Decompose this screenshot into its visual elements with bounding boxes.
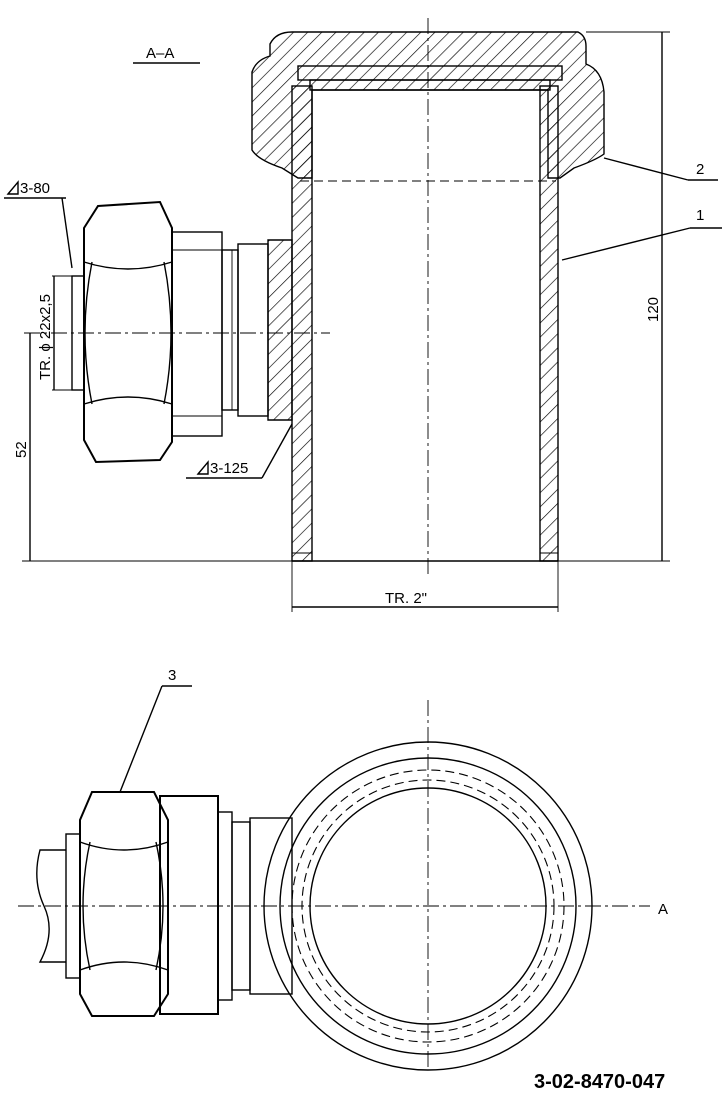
weld-triangle-icon xyxy=(6,180,19,195)
weld-triangle-icon xyxy=(196,460,209,475)
section-view: A–A xyxy=(4,18,722,612)
view-marker: A xyxy=(658,901,668,918)
weld-mark-lower: 3-125 xyxy=(186,423,293,479)
svg-text:3-125: 3-125 xyxy=(210,460,248,477)
dim-height: 120 xyxy=(645,297,662,322)
dim-side-thread: TR. ϕ 22x2,5 xyxy=(37,294,54,380)
callout-1: 1 xyxy=(696,207,704,224)
callout-3: 3 xyxy=(168,667,176,684)
drawing-number: 3-02-8470-047 xyxy=(534,1071,665,1093)
callout-2: 2 xyxy=(696,161,704,178)
svg-text:3-80: 3-80 xyxy=(20,180,50,197)
hex-nut-section xyxy=(83,200,173,464)
top-view: A 3 xyxy=(18,667,668,1071)
dim-bottom-thread: TR. 2" xyxy=(385,590,427,607)
dim-offset: 52 xyxy=(13,441,30,458)
section-label: A–A xyxy=(146,45,174,62)
hex-nut-top xyxy=(159,795,219,1015)
weld-mark-upper: 3-80 xyxy=(4,180,73,269)
tube-wall-left xyxy=(291,85,313,562)
tube-wall-right xyxy=(539,85,559,562)
